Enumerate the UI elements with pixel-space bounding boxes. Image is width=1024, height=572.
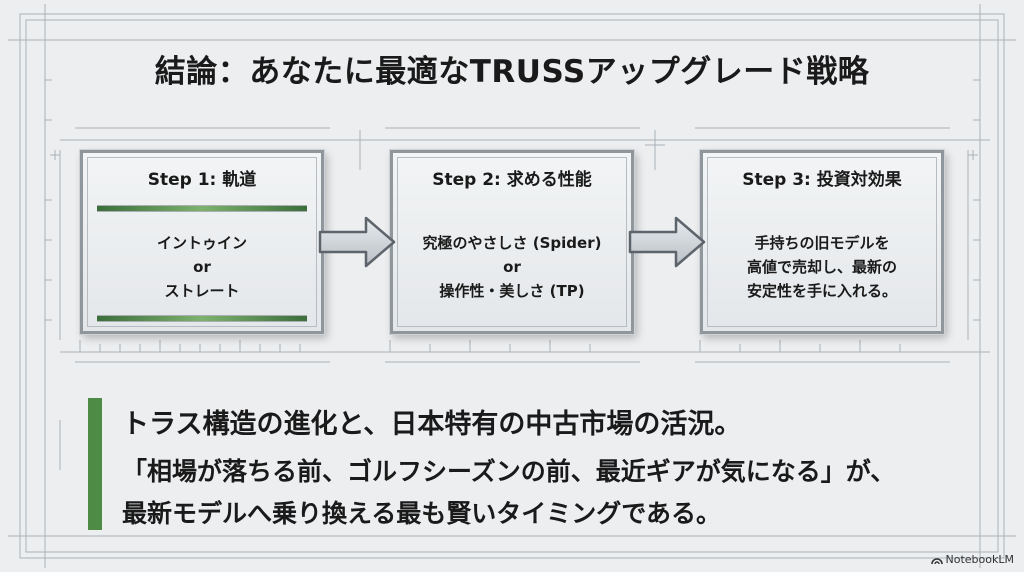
step-line: 操作性・美しさ (TP) bbox=[439, 282, 585, 300]
step-line: ストレート bbox=[164, 282, 240, 300]
step-line: イントゥイン bbox=[156, 234, 247, 252]
step-body: イントゥイン or ストレート bbox=[83, 231, 321, 303]
card-inner-border bbox=[87, 157, 317, 327]
page-title: 結論：あなたに最適なTRUSSアップグレード戦略 bbox=[154, 54, 870, 90]
arrow-right-icon bbox=[318, 216, 396, 268]
conclusion-line-2: 最新モデルへ乗り換える最も賢いタイミングである。 bbox=[122, 499, 722, 528]
step-body: 手持ちの旧モデルを 高値で売却し、最新の 安定性を手に入れる。 bbox=[703, 231, 941, 303]
step-3-card: Step 3: 投資対効果 手持ちの旧モデルを 高値で売却し、最新の 安定性を手… bbox=[700, 150, 944, 334]
conclusion-accent-bar bbox=[88, 398, 102, 530]
arrow-right-icon bbox=[628, 216, 706, 268]
notebooklm-logo-icon bbox=[930, 557, 943, 564]
step-title: Step 1: 軌道 bbox=[147, 170, 257, 190]
step-line: 高値で売却し、最新の bbox=[746, 258, 897, 276]
card-inner-border bbox=[707, 157, 937, 327]
step-line: or bbox=[503, 258, 521, 276]
card-inner-border bbox=[397, 157, 627, 327]
step-line: 安定性を手に入れる。 bbox=[746, 282, 897, 300]
step-line: 究極のやさしさ (Spider) bbox=[422, 234, 602, 252]
step-line: or bbox=[193, 258, 211, 276]
brand-label: NotebookLM bbox=[945, 553, 1014, 566]
green-accent-bar bbox=[97, 315, 307, 322]
green-accent-bar bbox=[97, 205, 307, 212]
step-title: Step 2: 求める性能 bbox=[432, 170, 592, 190]
brand-mark: NotebookLM bbox=[930, 553, 1014, 566]
conclusion-heading: トラス構造の進化と、日本特有の中古市場の活況。 bbox=[122, 409, 742, 440]
conclusion-line-1: 「相場が落ちる前、ゴルフシーズンの前、最近ギアが気になる」が、 bbox=[122, 457, 896, 486]
step-line: 手持ちの旧モデルを bbox=[754, 234, 890, 252]
step-title: Step 3: 投資対効果 bbox=[742, 170, 902, 190]
step-2-card: Step 2: 求める性能 究極のやさしさ (Spider) or 操作性・美し… bbox=[390, 150, 634, 334]
step-1-card: Step 1: 軌道 イントゥイン or ストレート bbox=[80, 150, 324, 334]
step-body: 究極のやさしさ (Spider) or 操作性・美しさ (TP) bbox=[393, 231, 631, 303]
